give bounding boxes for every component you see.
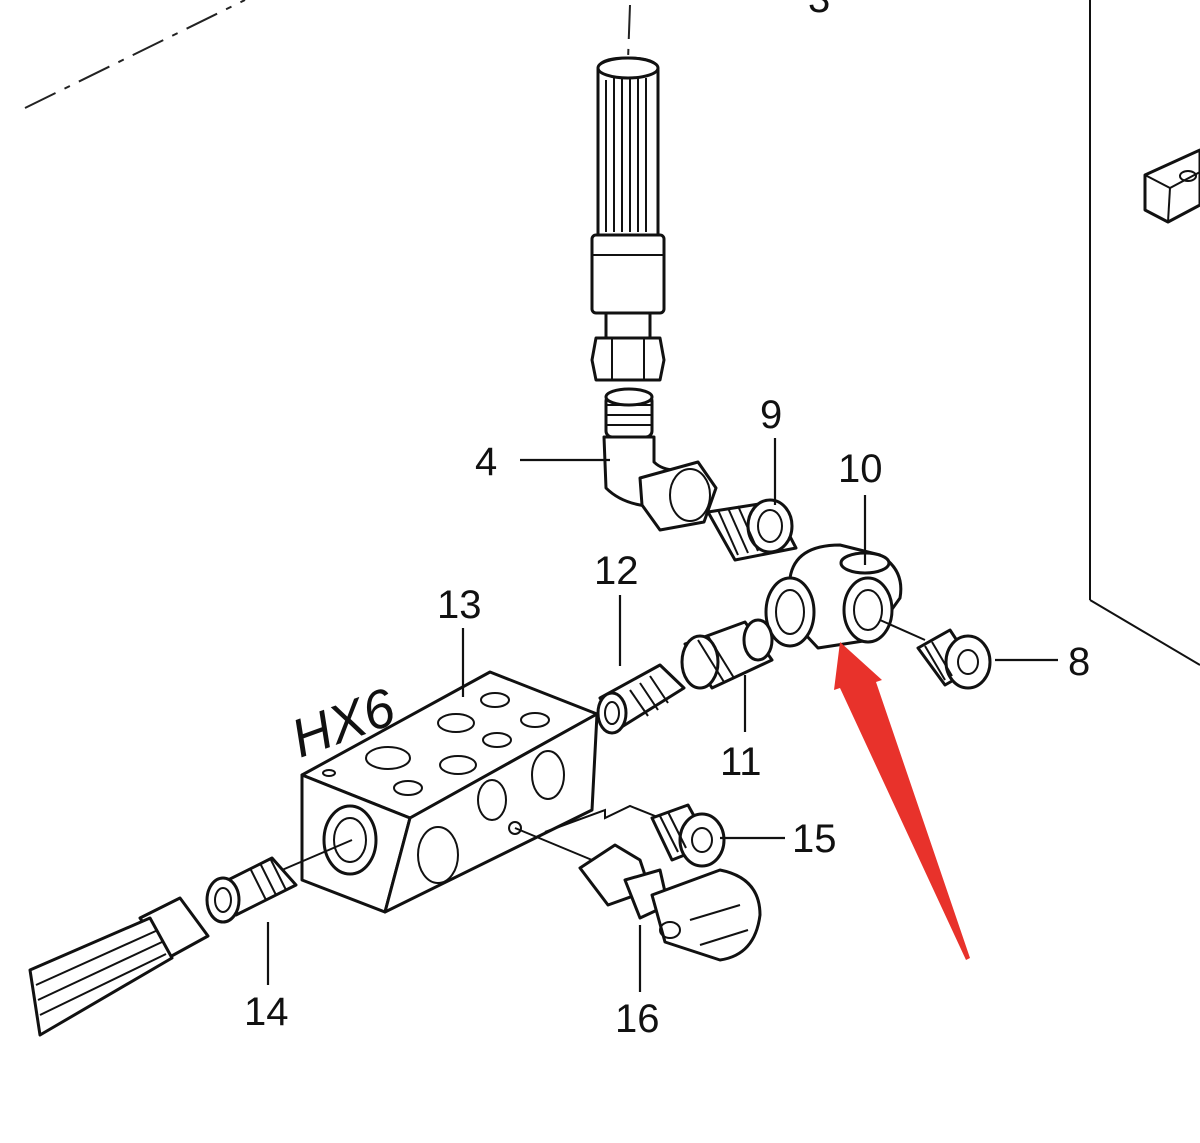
nut-part-11 <box>680 618 774 690</box>
centerline-dash-dot <box>24 0 631 109</box>
callout-numbers: 3 4 8 9 10 11 12 13 14 15 16 <box>244 0 1090 1041</box>
hose-lower-left <box>28 896 210 1037</box>
callout-8: 8 <box>1068 640 1090 684</box>
adjacent-assembly-frame <box>1089 0 1200 666</box>
red-arrow-icon <box>834 642 970 960</box>
callout-13: 13 <box>437 583 482 627</box>
callout-14: 14 <box>244 990 289 1034</box>
nipple-part-14 <box>205 856 298 924</box>
assembly-centerlines <box>281 804 661 871</box>
callout-11: 11 <box>720 740 762 784</box>
callout-16: 16 <box>615 997 660 1041</box>
callout-15: 15 <box>792 817 837 861</box>
plug-part-8 <box>916 628 992 690</box>
elbow-fitting-part-4 <box>602 387 718 532</box>
manifold-block-part-13 <box>300 670 599 914</box>
tee-fitting-part-10 <box>764 543 903 650</box>
callout-12: 12 <box>594 549 639 593</box>
sensor-fitting-part-16 <box>578 843 762 962</box>
callout-9: 9 <box>760 393 782 437</box>
callout-10: 10 <box>838 447 883 491</box>
plug-part-15 <box>650 803 726 868</box>
callout-leaders <box>266 438 1058 992</box>
callout-3: 3 <box>808 0 830 21</box>
nipple-part-9 <box>706 498 798 562</box>
hose-part-3 <box>590 56 666 382</box>
callout-4: 4 <box>475 440 497 484</box>
nipple-part-12 <box>596 663 686 735</box>
